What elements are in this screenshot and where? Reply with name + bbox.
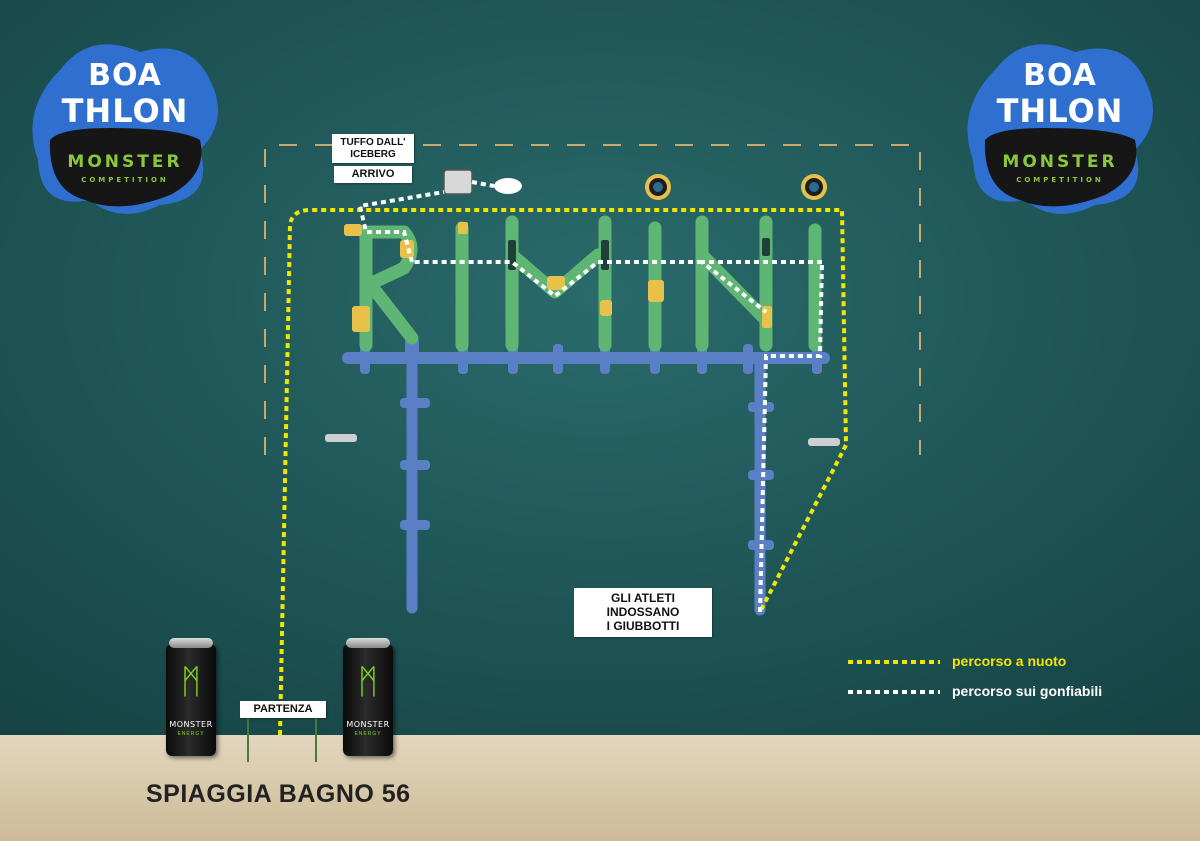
boathlon-logo-right: BOA THLON MONSTER COMPETITION xyxy=(965,40,1155,210)
finish-float xyxy=(494,178,522,194)
legend-inflatables: percorso sui gonfiabili xyxy=(952,683,1102,699)
beach-name: SPIAGGIA BAGNO 56 xyxy=(146,780,411,808)
monster-can-right: ᛗ MONSTER ENERGY xyxy=(343,638,393,756)
swim-route xyxy=(278,208,849,736)
label-dive-line1: TUFFO DALL' xyxy=(340,137,406,148)
logo-right-blob xyxy=(967,44,1153,214)
legend-inflatables-text: percorso sui gonfiabili xyxy=(952,683,1103,699)
logo-word-thlon: THLON xyxy=(61,92,189,130)
label-finish-text: ARRIVO xyxy=(351,168,395,180)
monster-claw-icon: ᛗ xyxy=(357,662,379,702)
can-sub-text: ENERGY xyxy=(354,731,382,737)
label-start: PARTENZA xyxy=(240,701,326,718)
can-brand-text: MONSTER xyxy=(346,720,390,729)
yellow-pads xyxy=(344,222,772,332)
logo-left-blob xyxy=(32,44,219,214)
blue-platform-stubs xyxy=(360,338,822,550)
label-finish: ARRIVO xyxy=(334,166,412,183)
monster-claw-icon: ᛗ xyxy=(180,662,202,702)
trampolines xyxy=(645,174,827,200)
label-athletes-line3: I GIUBBOTTI xyxy=(606,618,680,633)
label-athletes-line2: INDOSSANO xyxy=(606,604,680,619)
can-lid xyxy=(346,638,390,648)
can-lid xyxy=(169,638,213,648)
can-sub-text: ENERGY xyxy=(177,731,205,737)
legend-swim: percorso a nuoto xyxy=(952,653,1066,669)
logo-word-monster: MONSTER xyxy=(67,152,183,172)
boathlon-logo-left: BOA THLON MONSTER COMPETITION xyxy=(30,40,220,210)
can-brand-text: MONSTER xyxy=(169,720,213,729)
logo-word-thlon: THLON xyxy=(996,92,1124,130)
logo-word-boa: BOA xyxy=(88,58,162,93)
buoy-boundary xyxy=(264,144,921,455)
inflatable-route xyxy=(357,180,824,613)
iceberg xyxy=(443,169,473,195)
label-athletes-line1: GLI ATLETI xyxy=(611,591,675,605)
logo-word-monster: MONSTER xyxy=(1002,152,1118,172)
legend-swim-text: percorso a nuoto xyxy=(952,653,1067,669)
logo-word-boa: BOA xyxy=(1023,58,1097,93)
label-dive-line2: ICEBERG xyxy=(350,148,396,160)
monster-can-left: ᛗ MONSTER ENERGY xyxy=(166,638,216,756)
label-start-text: PARTENZA xyxy=(253,703,313,715)
marker-right xyxy=(808,438,840,446)
marker-left xyxy=(325,434,357,442)
label-dive-iceberg: TUFFO DALL' ICEBERG xyxy=(332,134,414,163)
logo-word-competition: COMPETITION xyxy=(81,176,169,184)
label-athletes-vests: GLI ATLETI INDOSSANO I GIUBBOTTI xyxy=(574,588,712,638)
logo-word-competition: COMPETITION xyxy=(1016,176,1104,184)
